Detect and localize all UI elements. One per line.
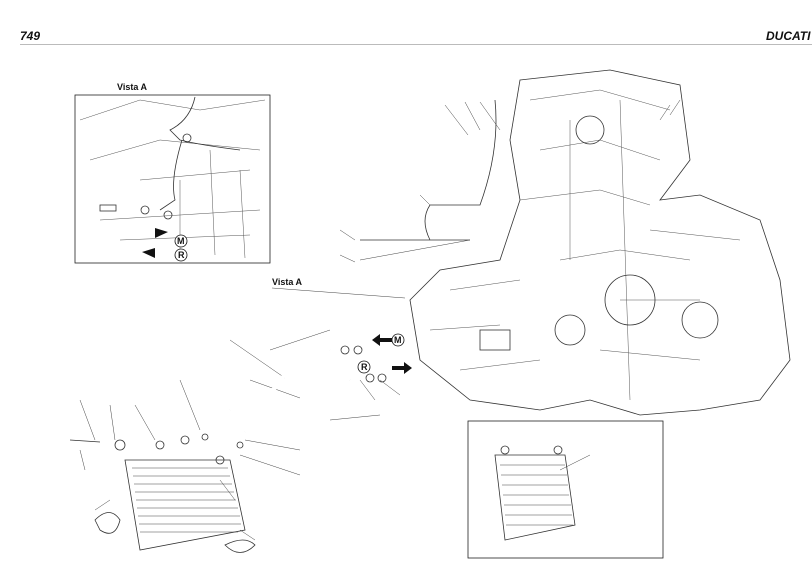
- inset-vista-a: Vista A M R: [74, 82, 271, 264]
- callout-leaders: [79, 99, 681, 541]
- oil-cooler: [94, 459, 256, 553]
- inset-cooler-view: [467, 420, 664, 559]
- inset-marker-m: M: [177, 236, 185, 246]
- inset-marker-r: R: [178, 250, 185, 260]
- brand-name: DUCATI: [766, 29, 811, 43]
- oil-hoses: M R: [69, 333, 412, 465]
- inset-title: Vista A: [117, 82, 148, 92]
- header-divider: [20, 44, 812, 45]
- main-marker-m: M: [394, 335, 402, 345]
- main-marker-r: R: [361, 362, 368, 372]
- vista-a-callout: Vista A: [272, 277, 303, 287]
- engine-drawing: [359, 69, 791, 416]
- page-number: 749: [20, 29, 41, 43]
